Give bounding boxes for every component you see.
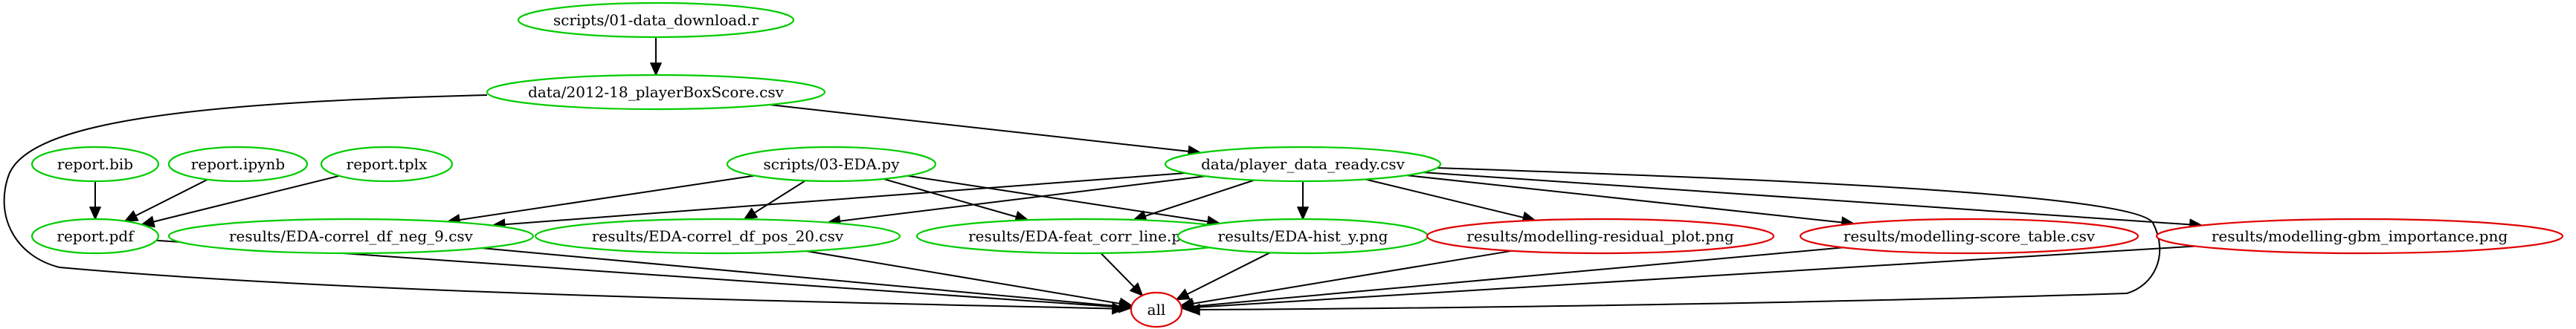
node-label: scripts/03-EDA.py <box>763 155 900 173</box>
edge-ready-to-neg9 <box>504 172 1186 226</box>
node-ellipse <box>726 146 937 183</box>
arrowhead-icon <box>743 207 759 221</box>
edge-ready-to-score <box>1406 175 1843 224</box>
edge-pos20-to-all <box>806 250 1121 304</box>
node-label: data/2012-18_playerBoxScore.csv <box>528 83 785 101</box>
arrowhead-icon <box>1180 301 1195 313</box>
edge-score-to-all <box>1193 247 1844 307</box>
edge-eda-to-feat <box>883 177 1017 218</box>
node-ellipse <box>30 218 160 255</box>
node-label: results/modelling-gbm_importance.png <box>2212 227 2508 245</box>
node-ellipse <box>1799 218 2139 255</box>
edge-eda-to-neg9 <box>459 175 755 221</box>
node-label: scripts/01-data_download.r <box>553 11 759 29</box>
node-ellipse <box>167 218 535 255</box>
node-hist: results/EDA-hist_y.png <box>1176 218 1429 255</box>
edge-tplx-to-pdf <box>153 175 340 223</box>
node-download: scripts/01-data_download.r <box>517 1 795 39</box>
edge-ready-to-resid <box>1365 178 1524 218</box>
edge-ready-to-gbm <box>1423 172 2190 226</box>
node-ipynb: report.ipynb <box>167 146 309 183</box>
node-gbm: results/modelling-gbm_importance.png <box>2155 218 2564 255</box>
node-all: all <box>1130 291 1183 328</box>
edge-resid-to-all <box>1192 250 1512 304</box>
node-boxscore: data/2012-18_playerBoxScore.csv <box>486 74 826 111</box>
node-ellipse <box>30 146 160 183</box>
edge-eda-to-hist <box>907 175 1208 223</box>
node-label: report.ipynb <box>191 155 285 173</box>
node-bib: report.bib <box>30 146 160 183</box>
node-label: data/player_data_ready.csv <box>1201 155 1405 173</box>
node-feat: results/EDA-feat_corr_line.png <box>915 218 1253 255</box>
node-label: results/EDA-hist_y.png <box>1218 227 1388 245</box>
node-label: report.bib <box>57 155 133 173</box>
node-label: report.pdf <box>57 227 135 245</box>
node-ellipse <box>517 1 795 39</box>
nodes-layer: scripts/01-data_download.r data/2012-18_p… <box>30 1 2564 328</box>
node-pdf: report.pdf <box>30 218 160 255</box>
arrowhead-icon <box>140 215 155 228</box>
node-label: results/modelling-score_table.csv <box>1844 227 2096 245</box>
node-eda: scripts/03-EDA.py <box>726 146 937 183</box>
edge-boxscore-to-ready <box>769 104 1189 152</box>
node-score: results/modelling-score_table.csv <box>1799 218 2139 255</box>
node-label: all <box>1147 301 1166 319</box>
node-ellipse <box>1130 291 1183 328</box>
node-ellipse <box>2155 218 2564 255</box>
edge-feat-to-all <box>1100 253 1135 288</box>
node-label: results/EDA-feat_corr_line.png <box>968 227 1200 245</box>
node-ellipse <box>486 74 826 111</box>
node-neg9: results/EDA-correl_df_neg_9.csv <box>167 218 535 255</box>
edge-neg9-to-all <box>481 247 1120 307</box>
node-ellipse <box>1426 218 1775 255</box>
node-label: results/EDA-correl_df_pos_20.csv <box>592 227 844 245</box>
arrowhead-icon <box>1296 206 1310 221</box>
arrowhead-icon <box>123 209 139 222</box>
node-ellipse <box>320 146 454 183</box>
node-pos20: results/EDA-correl_df_pos_20.csv <box>534 218 901 255</box>
edge-eda-to-pos20 <box>753 180 806 214</box>
arrowhead-icon <box>1175 288 1191 301</box>
node-ellipse <box>534 218 901 255</box>
arrowhead-icon <box>1118 297 1133 310</box>
node-label: results/modelling-residual_plot.png <box>1466 227 1734 245</box>
arrowhead-icon <box>649 62 663 76</box>
node-label: report.tplx <box>347 155 428 173</box>
edge-ready-to-feat <box>1144 179 1255 217</box>
edge-boxscore-to-all <box>3 94 1125 310</box>
arrowhead-icon <box>88 206 102 221</box>
node-resid: results/modelling-residual_plot.png <box>1426 218 1775 255</box>
node-tplx: report.tplx <box>320 146 454 183</box>
node-label: results/EDA-correl_df_neg_9.csv <box>229 227 474 245</box>
node-ellipse <box>167 146 309 183</box>
edge-ready-to-pos20 <box>840 175 1205 222</box>
edge-ipynb-to-pdf <box>135 178 208 217</box>
edge-gbm-to-all <box>1193 245 2196 308</box>
edges-layer <box>3 37 2203 316</box>
node-ellipse <box>1164 146 1442 183</box>
edge-ready-to-all <box>1187 167 2161 310</box>
arrowhead-icon <box>1129 282 1144 297</box>
node-ready: data/player_data_ready.csv <box>1164 146 1442 183</box>
edge-hist-to-all <box>1187 252 1271 295</box>
